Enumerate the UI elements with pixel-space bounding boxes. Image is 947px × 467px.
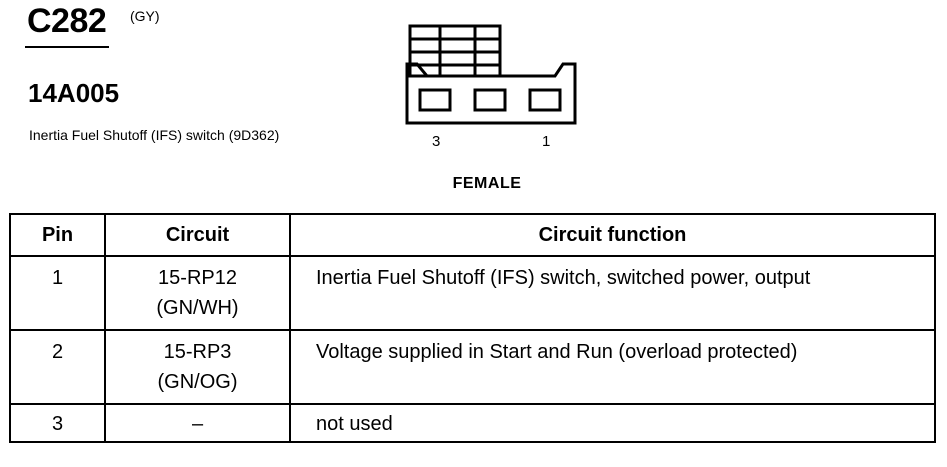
cell-function: Inertia Fuel Shutoff (IFS) switch, switc… bbox=[289, 255, 936, 331]
pin-cavity bbox=[473, 88, 507, 112]
table-header-row: Pin Circuit Circuit function bbox=[9, 213, 936, 257]
header-function: Circuit function bbox=[289, 213, 936, 257]
connector-color-code: (GY) bbox=[130, 8, 160, 24]
cell-function: Voltage supplied in Start and Run (overl… bbox=[289, 329, 936, 405]
wire-color: (GN/WH) bbox=[156, 297, 239, 319]
circuit-number: – bbox=[191, 413, 204, 435]
pin-label-left: 3 bbox=[432, 133, 441, 150]
connector-gender: FEMALE bbox=[452, 175, 522, 192]
cell-pin: 2 bbox=[9, 329, 106, 405]
header-circuit: Circuit bbox=[104, 213, 291, 257]
connector-face-diagram bbox=[405, 24, 577, 125]
header-pin: Pin bbox=[9, 213, 106, 257]
cell-pin: 3 bbox=[9, 403, 106, 443]
wire-color: (GN/OG) bbox=[157, 371, 238, 393]
table-row: 1 15-RP12 (GN/WH) Inertia Fuel Shutoff (… bbox=[9, 255, 936, 331]
pin-label-right: 1 bbox=[542, 133, 551, 150]
pin-cavity bbox=[528, 88, 562, 112]
table-row: 2 15-RP3 (GN/OG) Voltage supplied in Sta… bbox=[9, 329, 936, 405]
connector-housing bbox=[405, 62, 577, 125]
circuit-number: 15-RP3 bbox=[163, 341, 232, 363]
cell-function: not used bbox=[289, 403, 936, 443]
title-underline bbox=[25, 46, 109, 48]
pin-table: Pin Circuit Circuit function 1 15-RP12 (… bbox=[9, 213, 936, 443]
cell-pin: 1 bbox=[9, 255, 106, 331]
cell-circuit: – bbox=[104, 403, 291, 443]
cell-circuit: 15-RP12 (GN/WH) bbox=[104, 255, 291, 331]
component-description: Inertia Fuel Shutoff (IFS) switch (9D362… bbox=[29, 127, 280, 143]
cell-circuit: 15-RP3 (GN/OG) bbox=[104, 329, 291, 405]
pin-cavity bbox=[418, 88, 452, 112]
circuit-number: 15-RP12 bbox=[158, 267, 237, 289]
connector-id: C282 bbox=[27, 2, 107, 40]
part-number: 14A005 bbox=[28, 78, 120, 108]
table-row: 3 – not used bbox=[9, 403, 936, 443]
